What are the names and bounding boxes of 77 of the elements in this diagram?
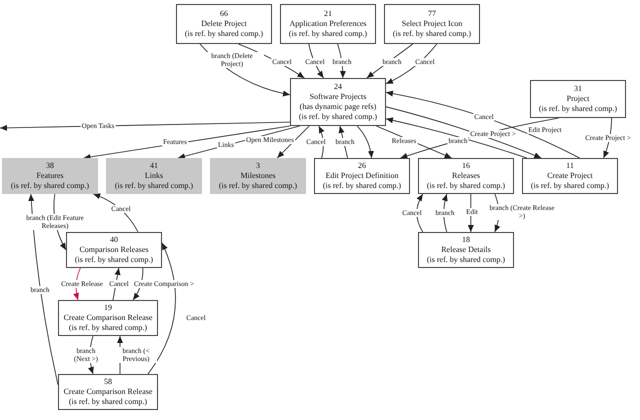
arrow	[276, 126, 310, 158]
page-box	[58, 374, 158, 410]
page-box	[418, 232, 514, 268]
node-number: 77	[428, 9, 436, 19]
arrow	[28, 194, 58, 386]
arrow	[238, 44, 305, 78]
page-box	[314, 158, 410, 194]
node-number: 19	[104, 303, 112, 313]
page-box	[290, 78, 386, 126]
node-note: (is ref. by shared comp.)	[68, 397, 148, 407]
arrow	[386, 117, 528, 158]
arrow	[468, 194, 474, 232]
node-title: Edit Project Definition	[326, 171, 398, 181]
node-title: Comparison Releases	[79, 245, 149, 255]
node-title: Releases	[452, 171, 480, 181]
page-box	[280, 4, 376, 44]
node-title: Links	[144, 171, 164, 181]
arrow	[308, 44, 324, 78]
page-box	[210, 158, 306, 194]
node-number: 31	[574, 84, 582, 94]
arrow	[416, 194, 424, 232]
page-box	[66, 232, 162, 268]
node-title: Milestones	[240, 171, 276, 181]
page-box	[176, 4, 272, 44]
node-number: 58	[104, 377, 112, 387]
node-note: (is ref. by shared comp.)	[426, 255, 506, 265]
arrow	[92, 194, 138, 232]
page-box	[530, 80, 626, 118]
node-note: (is ref. by shared comp.)	[426, 181, 506, 191]
arrow	[366, 44, 414, 78]
node-number: 24	[334, 82, 342, 92]
arrow	[318, 126, 324, 158]
node-note: (is ref. by shared comp.)	[298, 112, 378, 122]
node-number: 11	[566, 161, 574, 171]
arrow	[148, 242, 176, 374]
node-number: 3	[256, 161, 260, 171]
node-note: (is ref. by shared comp.)	[10, 181, 90, 191]
node-note: (is ref. by shared comp.)	[538, 104, 618, 114]
node-number: 41	[150, 161, 158, 171]
node-note: (has dynamic page refs)	[300, 102, 376, 112]
node-number: 18	[462, 235, 470, 245]
node-title: Create Comparison Release	[64, 387, 152, 397]
node-title: Delete Project	[201, 19, 247, 29]
node-title: Select Project Icon	[402, 19, 462, 29]
page-box	[418, 158, 514, 194]
page-box	[2, 158, 98, 194]
node-note: (is ref. by shared comp.)	[114, 181, 194, 191]
arrow	[112, 268, 120, 300]
node-number: 16	[462, 161, 470, 171]
node-number: 66	[220, 9, 228, 19]
node-title: Application Preferences	[289, 19, 367, 29]
node-note: (is ref. by shared comp.)	[184, 29, 264, 39]
page-box	[522, 158, 618, 194]
node-note: (is ref. by shared comp.)	[288, 29, 368, 39]
node-number: 40	[110, 235, 118, 245]
arrow	[386, 44, 438, 84]
node-number: 21	[324, 9, 332, 19]
node-note: (is ref. by shared comp.)	[322, 181, 402, 191]
node-number: 26	[358, 161, 366, 171]
node-note: (is ref. by shared comp.)	[392, 29, 472, 39]
node-note: (is ref. by shared comp.)	[218, 181, 298, 191]
node-title: Create Comparison Release	[64, 313, 152, 323]
page-box	[58, 300, 158, 336]
node-title: Features	[36, 171, 64, 181]
node-note: (is ref. by shared comp.)	[74, 255, 154, 265]
arrow	[356, 126, 374, 158]
node-title: Release Details	[441, 245, 491, 255]
node-title: Project	[566, 94, 590, 104]
page-box	[106, 158, 202, 194]
arrow	[386, 90, 580, 158]
page-box	[384, 4, 480, 44]
node-title: Software Projects	[310, 92, 366, 102]
node-title: Create Project	[547, 171, 593, 181]
node-number: 38	[46, 161, 54, 171]
arrow	[338, 126, 348, 158]
node-note: (is ref. by shared comp.)	[68, 323, 148, 333]
node-note: (is ref. by shared comp.)	[530, 181, 610, 191]
